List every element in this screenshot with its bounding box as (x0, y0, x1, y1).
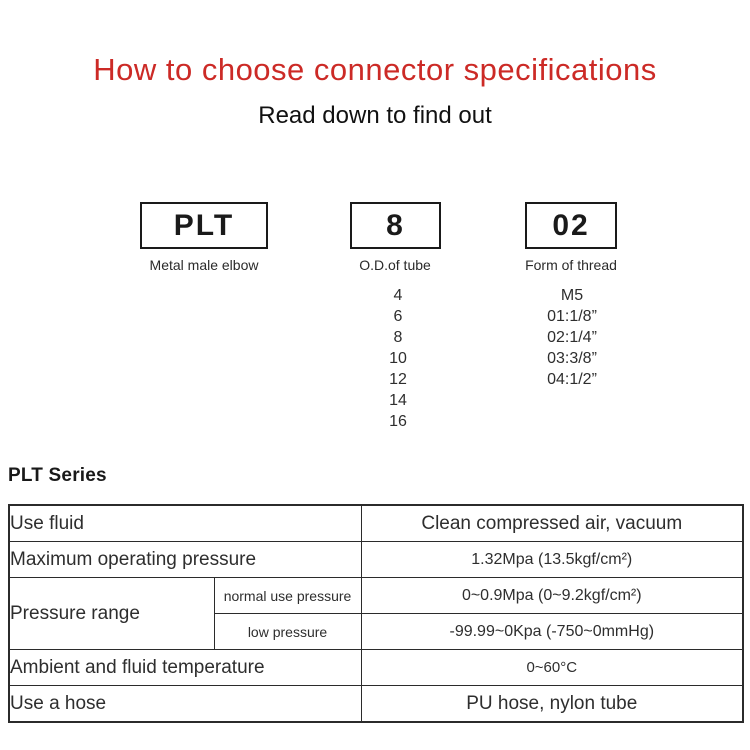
spec-label-pressure-range: Pressure range (8, 577, 215, 650)
tube-option: 4 (393, 287, 403, 304)
page-title: How to choose connector specifications (93, 52, 657, 87)
spec-label-temperature: Ambient and fluid temperature (8, 649, 362, 686)
label-series: Metal male elbow (149, 257, 259, 273)
spec-label-hose: Use a hose (8, 685, 362, 723)
thread-option: 04:1/2” (547, 371, 597, 388)
spec-value-use-fluid: Clean compressed air, vacuum (360, 504, 744, 542)
spec-value-low-pressure: -99.99~0Kpa (-750~0mmHg) (360, 613, 744, 650)
spec-sublabel-low-pressure: low pressure (213, 613, 362, 650)
spec-value-normal-pressure: 0~0.9Mpa (0~9.2kgf/cm²) (360, 577, 744, 614)
spec-value-max-pressure: 1.32Mpa (13.5kgf/cm²) (360, 541, 744, 578)
model-code-series: PLT (173, 208, 235, 242)
spec-table: Use fluid Clean compressed air, vacuum M… (8, 504, 745, 723)
tube-option: 6 (393, 308, 403, 325)
table-row: Use a hose PU hose, nylon tube (8, 685, 744, 723)
spec-sublabel-normal-pressure: normal use pressure (213, 577, 362, 614)
spec-label-use-fluid: Use fluid (8, 504, 362, 542)
table-row: Use fluid Clean compressed air, vacuum (8, 504, 744, 542)
spec-value-hose: PU hose, nylon tube (360, 685, 744, 723)
tube-option: 12 (389, 371, 407, 388)
table-row: Ambient and fluid temperature 0~60°C (8, 649, 744, 686)
thread-option: M5 (560, 287, 584, 304)
model-code-thread: 02 (552, 208, 590, 242)
spec-value-temperature: 0~60°C (360, 649, 744, 686)
model-code-box-series: PLT (140, 202, 268, 249)
spec-label-max-pressure: Maximum operating pressure (8, 541, 362, 578)
model-code-box-tube-size: 8 (350, 202, 441, 249)
tube-option: 16 (389, 413, 407, 430)
table-row: Pressure range normal use pressure 0~0.9… (8, 577, 744, 650)
table-row: Maximum operating pressure 1.32Mpa (13.5… (8, 541, 744, 578)
tube-size-options: 4 6 8 10 12 14 16 (318, 285, 478, 432)
tube-option: 8 (393, 329, 403, 346)
thread-option: 03:3/8” (547, 350, 597, 367)
label-thread: Form of thread (525, 257, 617, 273)
table-row: low pressure -99.99~0Kpa (-750~0mmHg) (9, 613, 744, 650)
tube-option: 14 (389, 392, 407, 409)
model-code-box-thread: 02 (525, 202, 617, 249)
thread-option: 01:1/8” (547, 308, 597, 325)
tube-option: 10 (389, 350, 407, 367)
model-code-tube-size: 8 (386, 208, 405, 242)
series-heading: PLT Series (8, 465, 107, 486)
thread-options: M5 01:1/8” 02:1/4” 03:3/8” 04:1/2” (492, 285, 652, 390)
label-tube-size: O.D.of tube (359, 257, 431, 273)
thread-option: 02:1/4” (547, 329, 597, 346)
page-subtitle: Read down to find out (258, 102, 492, 129)
